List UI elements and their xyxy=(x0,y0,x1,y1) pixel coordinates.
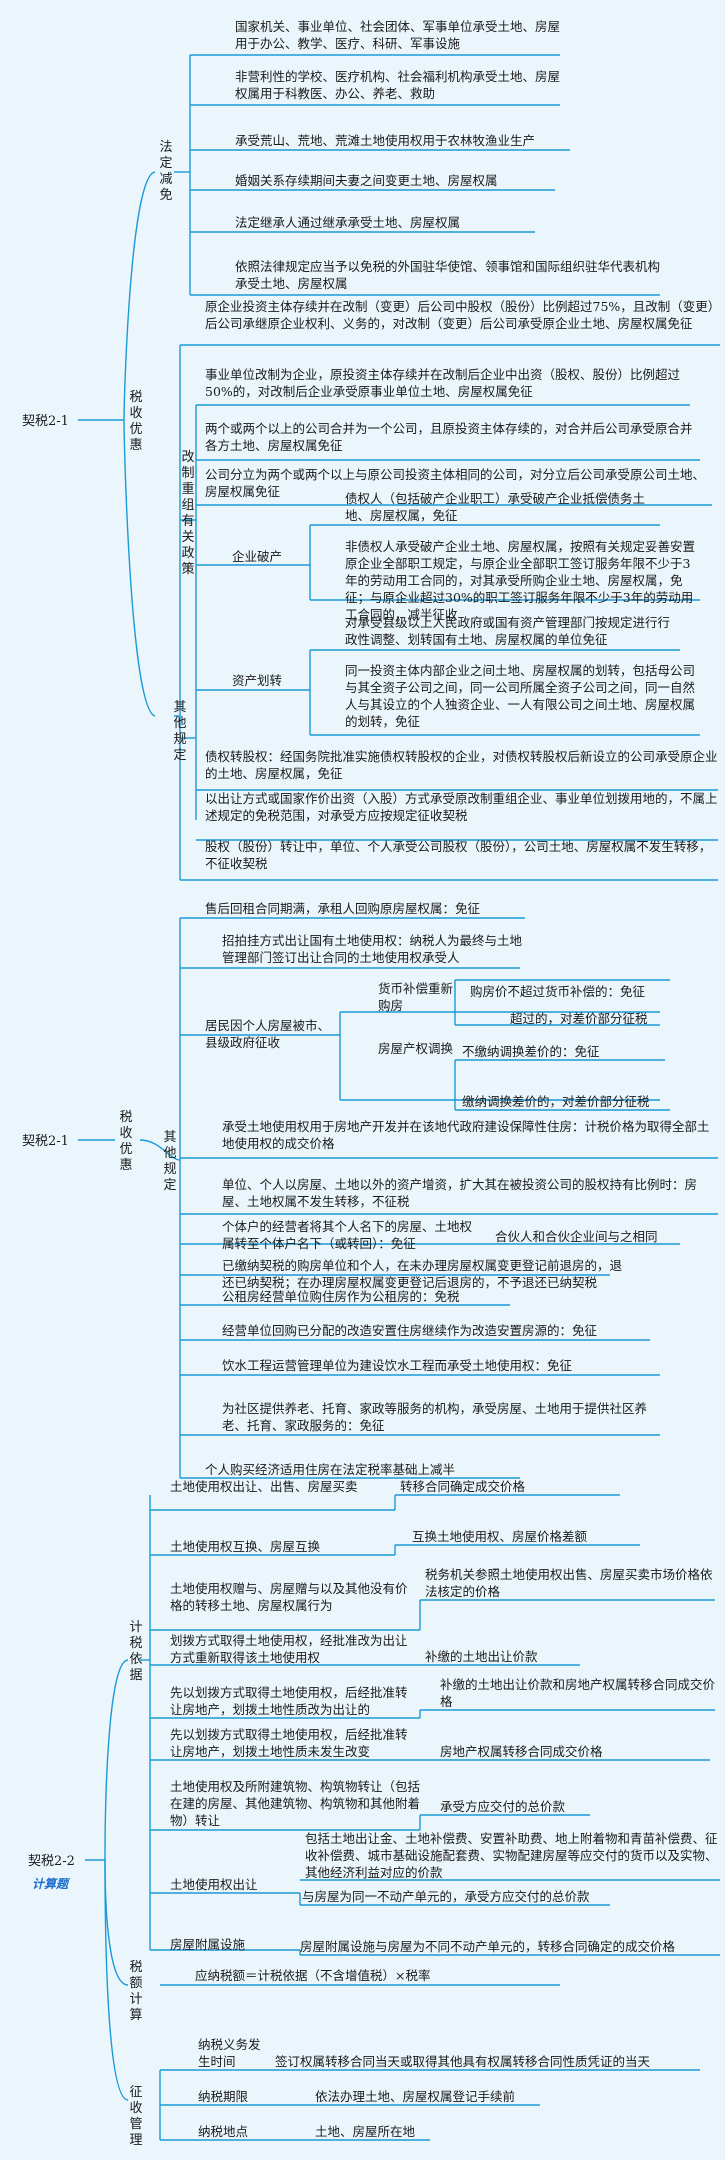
other2-item-10: 个人购买经济适用住房在法定税率基础上减半 xyxy=(205,1462,456,1477)
basis-left-8: 土地使用权出让 xyxy=(170,1877,258,1892)
legal-item-1: 国家机关、事业单位、社会团体、军事单位承受土地、房屋用于办公、教学、医疗、科研、… xyxy=(235,19,561,51)
swap-item-1: 不缴纳调换差价的：免征 xyxy=(462,1044,600,1059)
branch-other-rules-2: 其他规定 xyxy=(163,1130,177,1193)
legal-item-6: 依照法律规定应当予以免税的外国驻华使馆、领事馆和国际组织驻华代表机构承受土地、房… xyxy=(235,259,661,291)
root-node-2: 契税2-1 xyxy=(22,1134,69,1149)
monetary-compensation: 货币补偿重新购房 xyxy=(378,981,454,1013)
tax-formula: 应纳税额＝计税依据（不含增值税）×税率 xyxy=(195,1968,431,1983)
annex-item-2: 房屋附属设施与房屋为不同不动产单元的，转移合同确定的成交价格 xyxy=(300,1939,676,1954)
branch-asset-transfer: 资产划转 xyxy=(232,673,283,688)
transfer-item-2: 同一投资主体内部企业之间土地、房屋权属的划转，包括母公司与其全资子公司之间，同一… xyxy=(345,663,696,729)
comp-item-2: 超过的，对差价部分征税 xyxy=(510,1011,648,1026)
other2-item-4: 单位、个人以房屋、土地以外的资产增资，扩大其在被投资公司的股权持有比例时：房屋、… xyxy=(222,1177,698,1209)
basis-left-1: 土地使用权出让、出售、房屋买卖 xyxy=(170,1479,358,1494)
calc-subtitle: 计算题 xyxy=(32,1877,69,1891)
basis-left-4: 划拨方式取得土地使用权，经批准改为出让方式重新取得该土地使用权 xyxy=(170,1633,408,1665)
other2-item-6: 公租房经营单位购住房作为公租房的：免税 xyxy=(222,1289,460,1304)
admin-right-2: 依法办理土地、房屋权属登记手续前 xyxy=(315,2089,516,2104)
basis-right-8: 包括土地出让金、土地补偿费、安置补助费、地上附着物和青苗补偿费、征收补偿费、城市… xyxy=(305,1831,718,1880)
basis-left-6: 先以划拨方式取得土地使用权，后经批准转让房地产，划拨土地性质未发生改变 xyxy=(170,1727,408,1759)
other2-item-8: 饮水工程运营管理单位为建设饮水工程而承受土地使用权：免征 xyxy=(222,1358,573,1373)
other2-item-5: 已缴纳契税的购房单位和个人，在未办理房屋权属变更登记前退房的，退还已纳契税；在办… xyxy=(222,1258,623,1290)
bankruptcy-item-2: 非债权人承受破产企业土地、房屋权属，按照有关规定妥善安置原企业全部职工规定，与原… xyxy=(345,539,696,622)
basis-right-5: 补缴的土地出让价款和房地产权属转移合同成交价格 xyxy=(440,1677,716,1709)
root-node-1: 契税2-1 xyxy=(22,414,69,429)
admin-left-1: 纳税义务发生时间 xyxy=(198,2037,261,2069)
reform-item-7: 股权（股份）转让中，单位、个人承受公司股权（股份），公司土地、房屋权属不发生转移… xyxy=(205,839,712,871)
branch-tax-calc: 税额计算 xyxy=(129,1960,143,2023)
admin-right-3: 土地、房屋所在地 xyxy=(315,2124,416,2139)
basis-right-3: 税务机关参照土地使用权出售、房屋买卖市场价格依法核定的价格 xyxy=(425,1567,713,1599)
branch-collection: 征收管理 xyxy=(129,2085,143,2148)
basis-right-1: 转移合同确定成交价格 xyxy=(400,1479,526,1494)
other2-item-7: 经营单位回购已分配的改造安置住房继续作为改造安置房源的：免征 xyxy=(222,1323,598,1338)
legal-item-2: 非营利性的学校、医疗机构、社会福利机构承受土地、房屋权属用于科教医、办公、养老、… xyxy=(235,69,561,101)
basis-right-6: 房地产权属转移合同成交价格 xyxy=(440,1744,603,1759)
resident-expropriation: 居民因个人房屋被市、县级政府征收 xyxy=(205,1018,331,1050)
branch-other-rules-1: 其他规定 xyxy=(173,700,187,763)
comp-item-1: 购房价不超过货币补偿的：免征 xyxy=(470,984,646,999)
legal-item-4: 婚姻关系存续期间夫妻之间变更土地、房屋权属 xyxy=(235,173,498,188)
admin-right-1: 签订权属转移合同当天或取得其他具有权属转移合同性质凭证的当天 xyxy=(275,2054,651,2069)
admin-left-3: 纳税地点 xyxy=(198,2124,249,2139)
branch-tax-basis: 计税依据 xyxy=(129,1620,143,1683)
swap-item-2: 缴纳调换差价的，对差价部分征税 xyxy=(462,1094,650,1109)
individual-business: 个体户的经营者将其个人名下的房屋、土地权属转至个体户名下（或转回）：免征 xyxy=(222,1219,473,1251)
branch-bankruptcy: 企业破产 xyxy=(232,549,283,564)
other2-item-9: 为社区提供养老、托育、家政等服务的机构，承受房屋、土地用于提供社区养老、托育、家… xyxy=(222,1401,648,1433)
basis-right-7: 承受方应交付的总价款 xyxy=(440,1799,566,1814)
reform-item-2: 事业单位改制为企业，原投资主体存续并在改制后企业中出资（股权、股份）比例超过50… xyxy=(205,367,681,399)
basis-left-7: 土地使用权及所附建筑物、构筑物转让（包括在建的房屋、其他建筑物、构筑物和其他附着… xyxy=(170,1779,421,1828)
legal-item-5: 法定继承人通过继承承受土地、房屋权属 xyxy=(235,215,461,230)
basis-right-2: 互换土地使用权、房屋价格差额 xyxy=(412,1529,588,1544)
legal-item-3: 承受荒山、荒地、荒滩土地使用权用于农林牧渔业生产 xyxy=(235,133,536,148)
branch-legal-exemption: 法定减免 xyxy=(159,140,173,203)
other2-item-1: 售后回租合同期满，承租人回购原房屋权属：免征 xyxy=(205,901,481,916)
reform-item-6: 以出让方式或国家作价出资（入股）方式承受原改制重组企业、事业单位划拨用地的，不属… xyxy=(205,791,718,823)
root-node-3: 契税2-2 xyxy=(28,1854,75,1869)
basis-left-3: 土地使用权赠与、房屋赠与以及其他没有价格的转移土地、房屋权属行为 xyxy=(170,1581,408,1613)
basis-left-5: 先以划拨方式取得土地使用权，后经批准转让房地产，划拨土地性质改为出让的 xyxy=(170,1685,408,1717)
other2-item-2: 招拍挂方式出让国有土地使用权：纳税人为最终与土地管理部门签订出让合同的土地使用权… xyxy=(222,933,523,965)
reform-item-1: 原企业投资主体存续并在改制（变更）后公司中股权（股份）比例超过75%，且改制（变… xyxy=(205,299,715,331)
reform-item-3: 两个或两个以上的公司合并为一个公司，且原投资主体存续的，对合并后公司承受原合并各… xyxy=(205,421,693,453)
basis-left-2: 土地使用权互换、房屋互换 xyxy=(170,1539,321,1554)
transfer-item-1: 对承受县级以上人民政府或国有资产管理部门按规定进行行政性调整、划转国有土地、房屋… xyxy=(345,615,671,647)
partnership-note: 合伙人和合伙企业间与之相同 xyxy=(495,1229,658,1244)
property-swap: 房屋产权调换 xyxy=(378,1041,454,1056)
branch-annex: 房屋附属设施 xyxy=(170,1937,246,1952)
bankruptcy-item-1: 债权人（包括破产企业职工）承受破产企业抵偿债务土地、房屋权属，免征 xyxy=(345,491,646,523)
annex-item-1: 与房屋为同一不动产单元的，承受方应交付的总价款 xyxy=(302,1889,590,1904)
branch-tax-relief-2: 税收优惠 xyxy=(119,1110,133,1173)
reform-item-4: 公司分立为两个或两个以上与原公司投资主体相同的公司，对分立后公司承受原公司土地、… xyxy=(205,467,706,499)
basis-right-4: 补缴的土地出让价款 xyxy=(425,1649,538,1664)
admin-left-2: 纳税期限 xyxy=(198,2089,249,2104)
branch-tax-relief-1: 税收优惠 xyxy=(129,390,143,453)
other2-item-3: 承受土地使用权用于房地产开发并在该地代政府建设保障性住房：计税价格为取得全部土地… xyxy=(222,1119,710,1151)
reform-item-5: 债权转股权：经国务院批准实施债权转股权的企业，对债权转股权后新设立的公司承受原企… xyxy=(205,749,718,781)
branch-reform-policy: 改制重组有关政策 xyxy=(181,450,195,577)
